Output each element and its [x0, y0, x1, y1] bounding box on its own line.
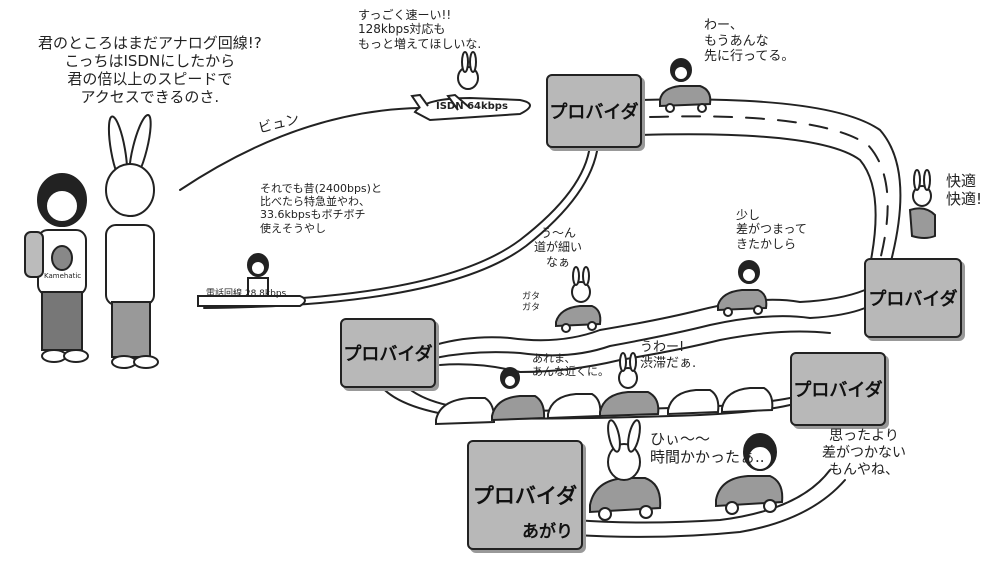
provider-box-right: プロバイダ: [864, 258, 962, 338]
rabbit-character-left: [105, 113, 159, 369]
speed-arc-line: [179, 107, 421, 191]
car-girl-end: [715, 433, 784, 515]
speech-rabbit-narrow: う〜ん 道が細い なぁ: [534, 226, 583, 269]
traffic-cars: [435, 352, 774, 426]
shirt-label: Kamehatic: [44, 272, 82, 280]
speech-rabbit-end: ひぃ〜〜 時間かかったぁ..: [650, 430, 765, 466]
car-rabbit-end: [589, 419, 662, 521]
railway-track: [199, 144, 599, 309]
provider-label: プロバイダ: [549, 102, 639, 123]
car-rabbit-narrow: [555, 266, 602, 333]
girl-character-left: [24, 173, 89, 363]
provider-box-middle: プロバイダ: [790, 352, 886, 426]
provider-label: プロバイダ: [793, 380, 883, 401]
road-bottom: [574, 469, 846, 538]
speech-rabbit-right: 快適 快適!: [946, 172, 983, 208]
plane-label: ISDN 64kbps: [436, 101, 508, 112]
speech-girl-end: 思ったより 差がつかない もんやね、: [822, 428, 906, 478]
car-girl-top: [659, 58, 712, 113]
speech-rabbit-traffic: うわー! 渋滞だぁ.: [640, 340, 697, 371]
speech-rabbit-main: 君のところはまだアナログ回線!? こっちはISDNにしたから 君の倍以上のスピー…: [38, 34, 262, 106]
provider-label: プロバイダ: [343, 344, 433, 365]
provider-label: プロバイダ: [868, 289, 958, 310]
car-rabbit-right: [908, 169, 936, 239]
speech-girl-top: わー、 もうあんな 先に行ってる。: [704, 18, 795, 65]
provider-box-left: プロバイダ: [340, 318, 436, 388]
sfx-gata: ガタ ガタ: [522, 292, 541, 313]
train: [197, 253, 306, 307]
car-girl-narrow: [717, 260, 768, 317]
provider-box-goal: プロバイダ あがり: [467, 440, 583, 550]
airplane: [410, 51, 531, 122]
goal-label: あがり: [522, 522, 573, 542]
speech-plane-rider: すっごく速ーい!! 128kbps対応も もっと増えてほしいな.: [358, 8, 482, 51]
provider-label: プロバイダ: [472, 484, 578, 508]
speech-train-rider: それでも昔(2400bps)と 比べたら特急並やわ、 33.6kbpsもボチボチ…: [260, 182, 382, 235]
highway-top: [639, 98, 902, 266]
speech-girl-narrow: 少し 差がつまって きたかしら: [736, 208, 807, 251]
provider-box-top: プロバイダ: [546, 74, 642, 148]
speech-girl-traffic: あれま、 あんな近くに。: [532, 352, 609, 379]
train-label: 電話回線 28.8kbps: [206, 289, 287, 299]
